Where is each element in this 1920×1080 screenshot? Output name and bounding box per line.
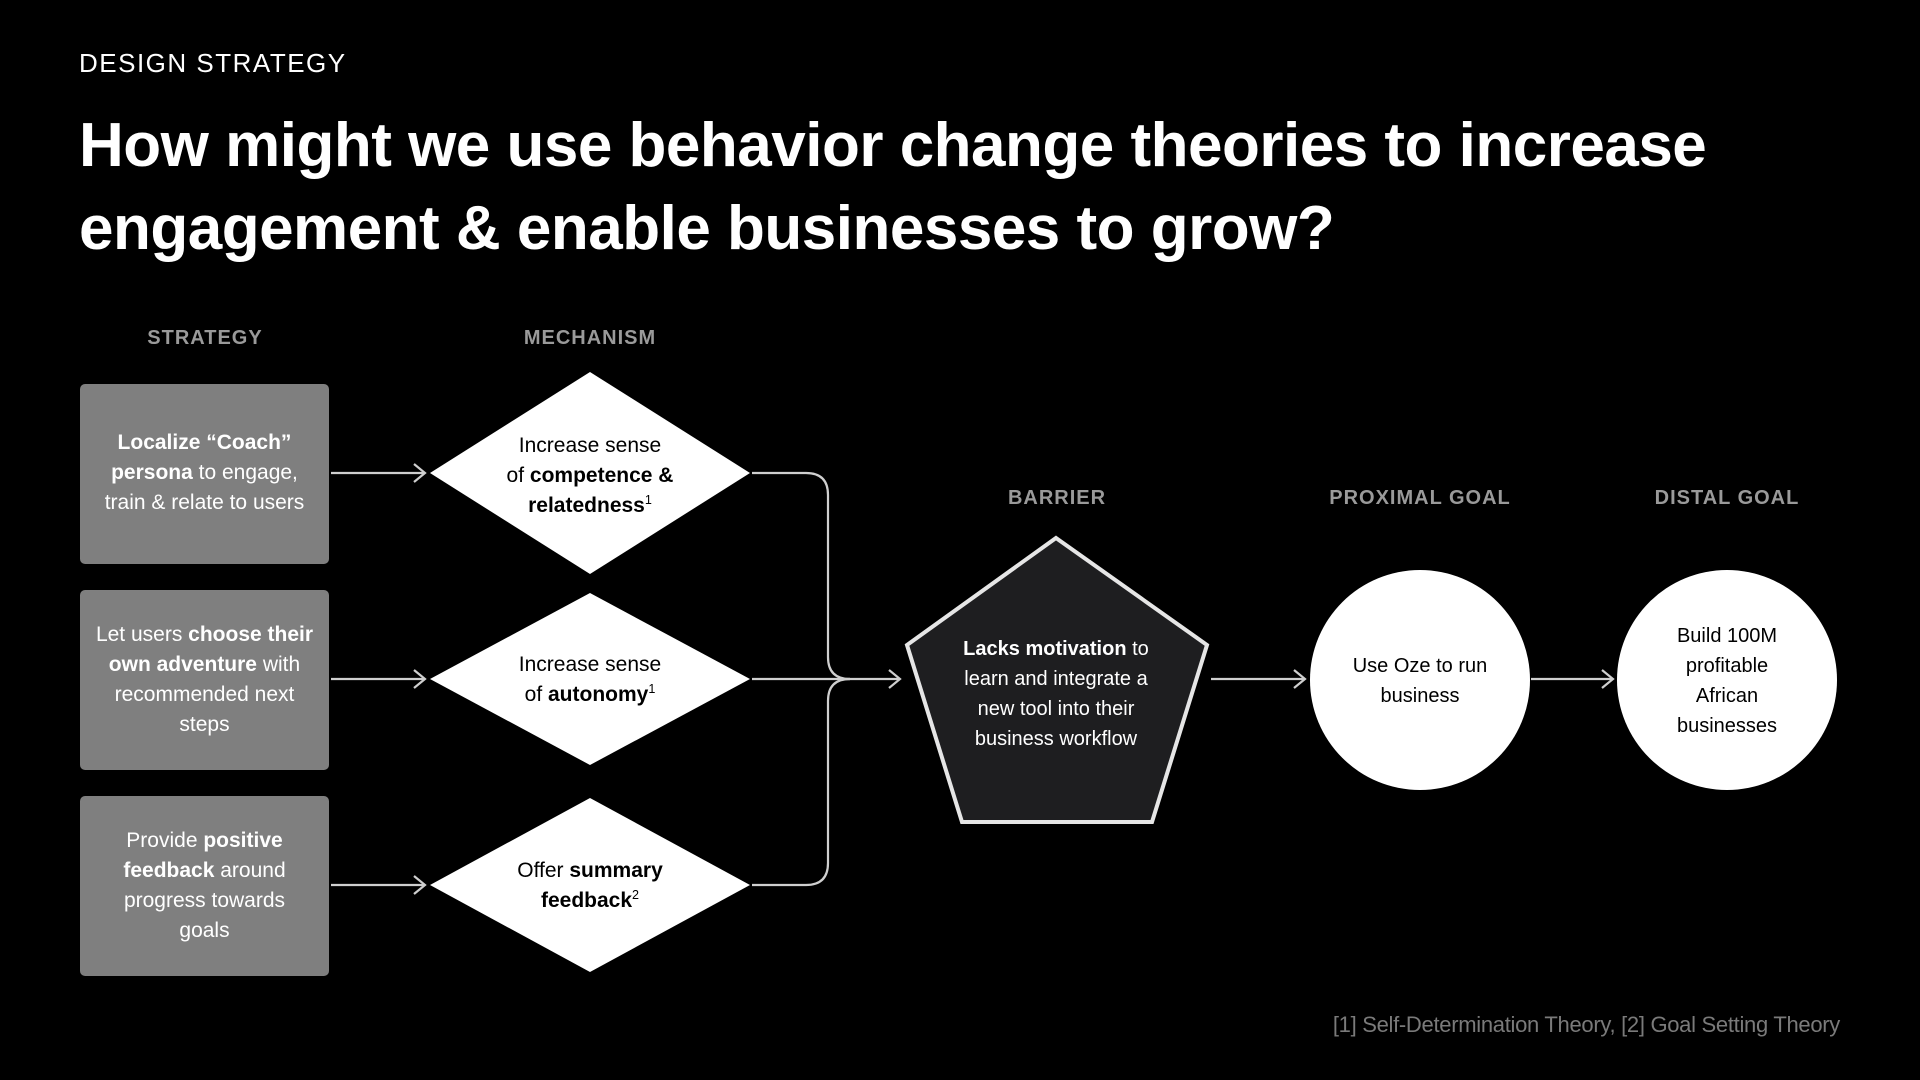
eyebrow: DESIGN STRATEGY: [79, 48, 347, 78]
proximal-goal-circle: [1310, 570, 1530, 790]
strategy-box-1: [80, 384, 329, 564]
column-header-distal-goal: DISTAL GOAL: [1654, 487, 1800, 509]
connector-top: [752, 471, 851, 681]
barrier-pentagon: [904, 535, 1210, 824]
mechanism-diamond-1: [430, 372, 750, 574]
strategy-box-2: [80, 590, 329, 770]
distal-goal-label: Build 100M profitable African businesses: [1676, 625, 1778, 737]
mechanism-label-3: Offer summary feedback2: [517, 859, 663, 912]
distal-goal-circle: [1617, 570, 1837, 790]
column-header-strategy: STRATEGY: [147, 327, 263, 349]
mechanism-diamond-2: [430, 593, 750, 765]
proximal-goal-label: Use Oze to run business: [1352, 655, 1488, 707]
footnote: [1] Self-Determination Theory, [2] Goal …: [1332, 1012, 1840, 1037]
column-header-barrier: BARRIER: [1007, 487, 1107, 509]
mechanism-diamond-3: [430, 798, 750, 972]
strategy-label-1: Localize “Coach” persona to engage, trai…: [104, 431, 305, 514]
connector-bottom: [752, 677, 851, 887]
column-header-proximal-goal: PROXIMAL GOAL: [1329, 487, 1511, 509]
strategy-box-3: [80, 796, 329, 976]
strategy-label-2: Let users choose their own adventure wit…: [95, 623, 314, 736]
column-header-mechanism: MECHANISM: [523, 327, 657, 349]
strategy-label-3: Provide positive feedback around progres…: [123, 829, 286, 942]
page-title: How might we use behavior change theorie…: [79, 111, 1707, 263]
barrier-label: Lacks motivation to learn and integrate …: [963, 638, 1149, 750]
